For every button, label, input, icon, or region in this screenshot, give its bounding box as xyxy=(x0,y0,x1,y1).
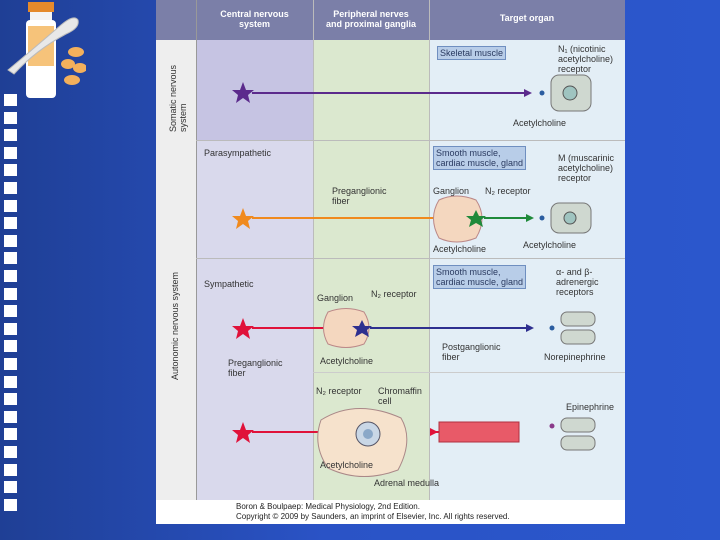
decorative-square xyxy=(4,358,17,370)
box-skeletal-muscle: Skeletal muscle xyxy=(437,46,507,60)
label-ach-para-1: Acetylcholine xyxy=(433,244,487,254)
label-preganglionic-symp: Preganglionic fiber xyxy=(228,358,283,378)
decorative-square xyxy=(4,252,17,265)
sympathetic-ganglion xyxy=(323,308,534,348)
figure-panel: Central nervous system Peripheral nerves… xyxy=(156,0,625,524)
adrenergic-receptor xyxy=(549,311,596,345)
parasympathetic-ganglion xyxy=(433,195,534,243)
decorative-square xyxy=(4,199,17,212)
label-ach-symp: Acetylcholine xyxy=(320,356,374,366)
somatic-neuron xyxy=(232,82,532,103)
decorative-square xyxy=(4,410,17,423)
box-smooth-muscle-para: Smooth muscle, cardiac muscle, gland xyxy=(433,146,527,170)
label-adrenergic-receptors: α- and β- adrenergic receptors xyxy=(556,267,599,297)
decorative-square xyxy=(4,217,17,230)
decorative-square xyxy=(4,305,17,318)
label-ganglion-para: Ganglion xyxy=(433,186,470,196)
blood-vessel xyxy=(430,421,520,443)
decorative-square xyxy=(4,340,17,353)
decorative-square xyxy=(4,270,17,282)
label-sympathetic: Sympathetic xyxy=(204,279,254,289)
decorative-square xyxy=(4,111,17,124)
label-n2-para: N₂ receptor xyxy=(485,186,531,196)
adrenal-medulla xyxy=(317,408,408,478)
label-parasympathetic: Parasympathetic xyxy=(204,148,272,158)
decorative-square xyxy=(4,94,17,106)
nicotinic-receptor-somatic xyxy=(539,74,592,112)
header-cns: Central nervous system xyxy=(220,9,289,29)
header-pns: Peripheral nerves and proximal ganglia xyxy=(325,9,417,29)
label-chromaffin: Chromaffin cell xyxy=(378,386,422,406)
label-ach-somatic: Acetylcholine xyxy=(513,118,567,128)
box-smooth-muscle-symp: Smooth muscle, cardiac muscle, gland xyxy=(433,265,527,289)
label-somatic: Somatic nervous system xyxy=(168,64,188,132)
medicine-bottle-icon xyxy=(6,0,87,105)
decorative-square xyxy=(4,393,17,406)
label-ach-adrenal: Acetylcholine xyxy=(320,460,374,470)
label-adrenal-medulla: Adrenal medulla xyxy=(374,478,440,488)
parasympathetic-preganglionic-neuron xyxy=(232,208,461,229)
label-autonomic: Autonomic nervous system xyxy=(170,271,180,380)
decorative-square xyxy=(4,428,17,441)
decorative-square xyxy=(4,234,17,247)
decorative-square xyxy=(4,182,17,194)
decorative-square xyxy=(4,446,17,458)
decorative-square xyxy=(4,463,17,476)
label-epinephrine: Epinephrine xyxy=(566,402,615,412)
decorative-square xyxy=(4,146,17,159)
label-n2-symp: N₂ receptor xyxy=(371,289,417,299)
decorative-square xyxy=(4,287,17,300)
citation: Boron & Boulpaep: Medical Physiology, 2n… xyxy=(236,502,510,521)
label-norepinephrine: Norepinephrine xyxy=(544,352,606,362)
muscarinic-receptor xyxy=(539,202,592,234)
header-target: Target organ xyxy=(499,13,555,23)
epinephrine-receptor xyxy=(549,417,596,451)
label-postganglionic: Postganglionic fiber xyxy=(442,342,501,362)
decorative-square xyxy=(4,375,17,388)
nervous-system-diagram xyxy=(156,0,625,500)
decorative-square xyxy=(4,164,17,177)
label-ganglion-symp: Ganglion xyxy=(317,293,354,303)
decorative-square xyxy=(4,498,17,511)
decorative-square xyxy=(4,129,17,142)
label-m-receptor: M (muscarinic acetylcholine) receptor xyxy=(558,153,615,183)
decorative-square xyxy=(4,322,17,335)
label-preganglionic-para: Preganglionic fiber xyxy=(332,186,387,206)
decorative-square xyxy=(4,481,17,494)
label-n2-adrenal: N₂ receptor xyxy=(316,386,362,396)
label-n1-receptor: N₁ (nicotinic acetylcholine) receptor xyxy=(558,44,614,74)
label-ach-para-2: Acetylcholine xyxy=(523,240,577,250)
